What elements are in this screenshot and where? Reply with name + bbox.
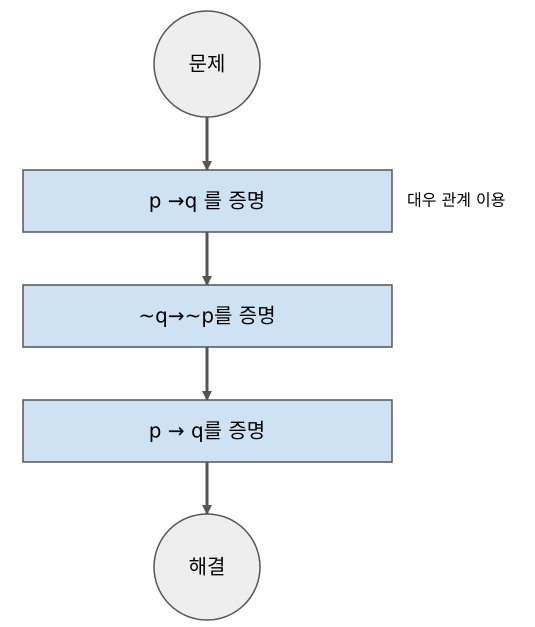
step-box-3-label: p → q를 증명 bbox=[149, 419, 265, 443]
step-box-1-label: p →q 를 증명 bbox=[149, 189, 265, 213]
step-box-2-label: ~q→~p를 증명 bbox=[138, 304, 275, 328]
end-node-label: 해결 bbox=[189, 555, 226, 579]
end-node: 해결 bbox=[153, 513, 261, 621]
step-box-3: p → q를 증명 bbox=[22, 399, 393, 463]
side-note: 대우 관계 이용 bbox=[407, 191, 506, 210]
start-node: 문제 bbox=[153, 10, 261, 118]
start-node-label: 문제 bbox=[189, 52, 226, 76]
step-box-1: p →q 를 증명 bbox=[22, 169, 393, 233]
step-box-2: ~q→~p를 증명 bbox=[22, 284, 393, 348]
